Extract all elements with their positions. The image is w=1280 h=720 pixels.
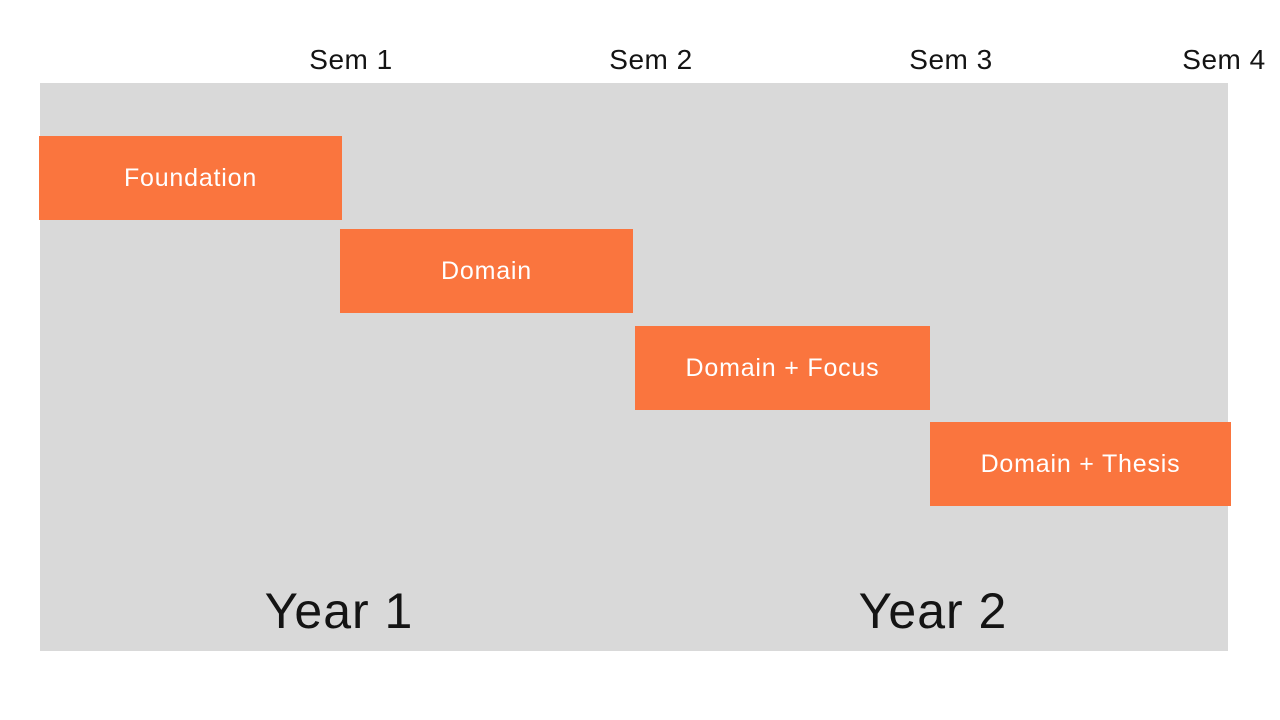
x-tick-sem-1: Sem 1 — [309, 44, 393, 75]
year-2-label: Year 2 — [858, 583, 1008, 639]
gantt-bar-domain: Domain — [340, 229, 633, 313]
x-tick-sem-3: Sem 3 — [909, 44, 993, 75]
gantt-bar-domain-thesis: Domain + Thesis — [930, 422, 1231, 506]
gantt-bar-foundation: Foundation — [39, 136, 342, 220]
year-1-label: Year 1 — [264, 583, 414, 639]
gantt-bar-label: Domain — [441, 256, 532, 285]
gantt-bar-label: Domain + Focus — [685, 353, 880, 382]
gantt-bar-label: Foundation — [123, 163, 258, 192]
gantt-bar-label: Domain + Thesis — [980, 449, 1181, 478]
gantt-bar-domain-focus: Domain + Focus — [635, 326, 930, 410]
x-tick-sem-4: Sem 4 — [1182, 44, 1266, 75]
x-tick-sem-2: Sem 2 — [609, 44, 693, 75]
